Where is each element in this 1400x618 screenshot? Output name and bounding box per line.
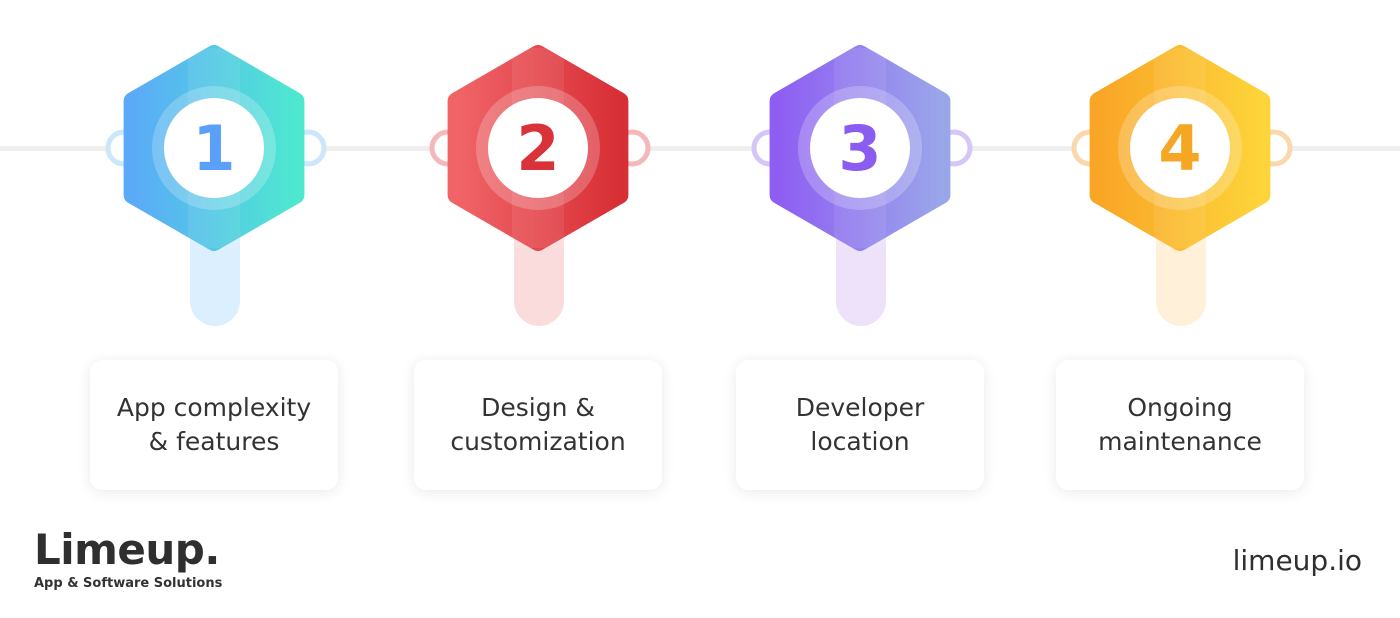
step-label: Design & customization [450,393,626,456]
hexagon-node [105,45,327,326]
step-1: 1 App complexity & features [90,0,338,500]
step-number: 1 [192,112,236,185]
step-number: 3 [838,112,882,185]
brand-name: Limeup. [34,525,220,574]
step-card: App complexity & features [90,360,338,490]
step-3: 3 Developer location [736,0,984,500]
step-label: App complexity & features [116,393,312,456]
hexagon-node [751,45,973,326]
step-number: 4 [1158,112,1202,185]
step-label: Ongoing maintenance [1098,393,1262,456]
step-card: Ongoing maintenance [1056,360,1304,490]
step-label: Developer location [795,393,925,456]
number-circle [164,98,264,198]
number-circle [810,98,910,198]
step-card: Developer location [736,360,984,490]
step-4: 4 Ongoing maintenance [1056,0,1304,500]
number-circle [488,98,588,198]
step-card: Design & customization [414,360,662,490]
number-circle [1130,98,1230,198]
brand-logo: Limeup. App & Software Solutions [34,525,223,592]
step-2: 2 Design & customization [414,0,662,500]
hexagon-node [1071,45,1293,326]
hexagon-node [429,45,651,326]
timeline-line [0,146,1400,151]
site-url[interactable]: limeup.io [1232,544,1362,577]
brand-tagline: App & Software Solutions [34,576,223,591]
step-number: 2 [516,112,560,185]
